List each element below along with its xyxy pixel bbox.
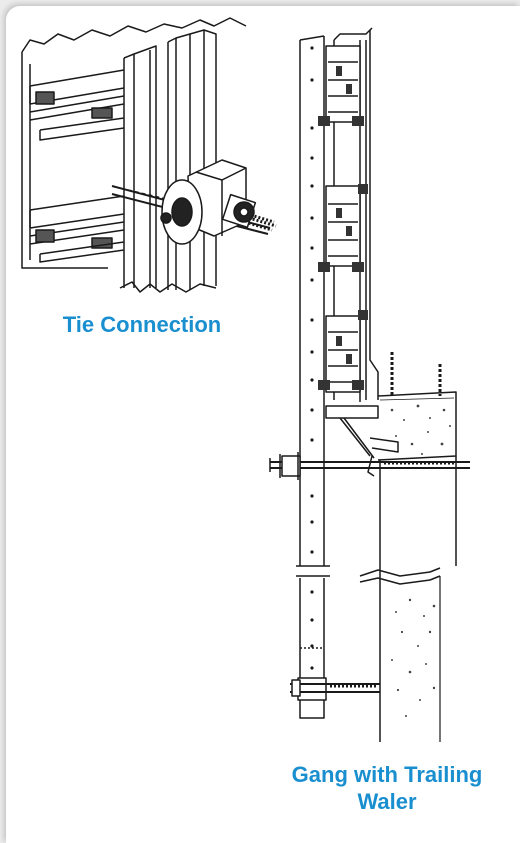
gang-drawing: [269, 27, 470, 742]
gang-caption-line-2: Waler: [357, 789, 417, 814]
gang-trailing-waler-caption: Gang with Trailing Waler: [254, 761, 520, 815]
tie-connection-caption: Tie Connection: [62, 312, 222, 337]
content-panel: [6, 6, 520, 843]
tie-connection-drawing: [21, 17, 277, 293]
gang-caption-line-1: Gang with Trailing: [291, 762, 483, 787]
